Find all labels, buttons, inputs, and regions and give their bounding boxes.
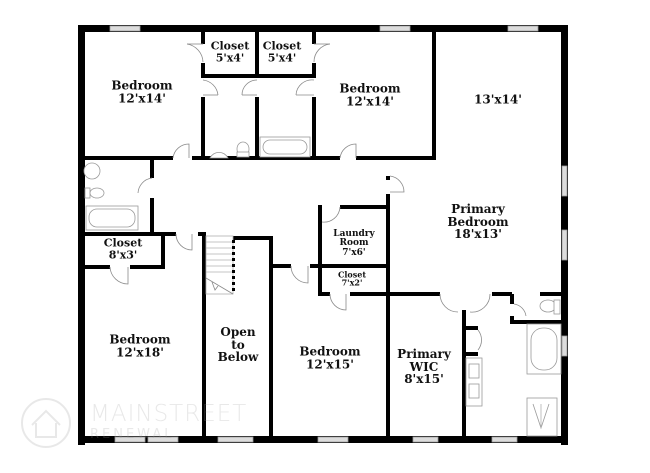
room-name: Bedroom	[111, 78, 173, 93]
room-label-primary-wic: Primary WIC 8'x15'	[397, 348, 451, 386]
room-label-13x14: 13'x14'	[474, 94, 522, 107]
room-name: Closet	[210, 39, 250, 53]
room-dims: 8'x15'	[404, 372, 444, 387]
room-label-closet-w: Closet 8'x3'	[104, 237, 143, 260]
room-label-closet-laundry: Closet 7'x2'	[337, 269, 367, 288]
room-name: Bedroom	[339, 81, 401, 96]
room-name-line1: Primary	[397, 347, 451, 362]
interior-walls	[78, 32, 564, 438]
room-label-primary-bedroom: Primary Bedroom 18'x13'	[447, 203, 508, 241]
room-name: Bedroom	[109, 332, 171, 347]
room-dims: 18'x13'	[454, 227, 502, 242]
room-name-line2: Room	[339, 238, 369, 249]
bathroom-fixtures	[83, 136, 562, 437]
room-name-line2: Bedroom	[447, 214, 509, 229]
watermark-brand: MAINSTREET	[90, 401, 248, 427]
room-label-closet-2: Closet 5'x4'	[263, 40, 302, 63]
room-label-bedroom-sw: Bedroom 12'x18'	[109, 333, 170, 358]
label-line1: Open	[220, 325, 256, 340]
room-name: Closet	[262, 39, 302, 53]
room-dims: 13'x14'	[474, 92, 522, 107]
room-dims: 5'x4'	[267, 51, 297, 64]
room-dims: 12'x14'	[346, 94, 394, 108]
label-line3: Below	[217, 350, 259, 365]
room-label-bedroom-n: Bedroom 12'x14'	[339, 82, 400, 107]
room-dims: 7'x2'	[341, 278, 363, 288]
room-label-open-to-below: Open to Below	[218, 326, 259, 364]
room-name: Bedroom	[299, 344, 361, 359]
room-name-line1: Primary	[451, 202, 505, 217]
room-label-laundry: Laundry Room 7'x6'	[333, 228, 375, 258]
room-dims: 12'x14'	[118, 91, 166, 105]
room-name: Closet	[103, 236, 143, 250]
room-dims: 8'x3'	[108, 248, 138, 261]
room-name-line2: WIC	[409, 359, 439, 374]
room-dims: 5'x4'	[215, 51, 245, 64]
room-label-bedroom-s: Bedroom 12'x15'	[299, 345, 360, 370]
room-dims: 12'x15'	[306, 357, 354, 371]
watermark: MAINSTREET RENEWAL	[18, 395, 248, 450]
house-logo-icon	[21, 398, 71, 448]
stairs	[205, 235, 235, 295]
door-swings	[109, 43, 527, 351]
label-line2: to	[231, 337, 245, 352]
room-dims: 12'x18'	[116, 345, 164, 359]
room-name-line1: Laundry	[333, 228, 375, 239]
room-name: Closet	[337, 269, 367, 280]
room-dims: 7'x6'	[342, 247, 366, 258]
room-label-closet-1: Closet 5'x4'	[211, 40, 250, 63]
watermark-sub: RENEWAL	[90, 427, 175, 442]
windows	[109, 25, 568, 443]
room-label-bedroom-nw: Bedroom 12'x14'	[111, 79, 172, 104]
